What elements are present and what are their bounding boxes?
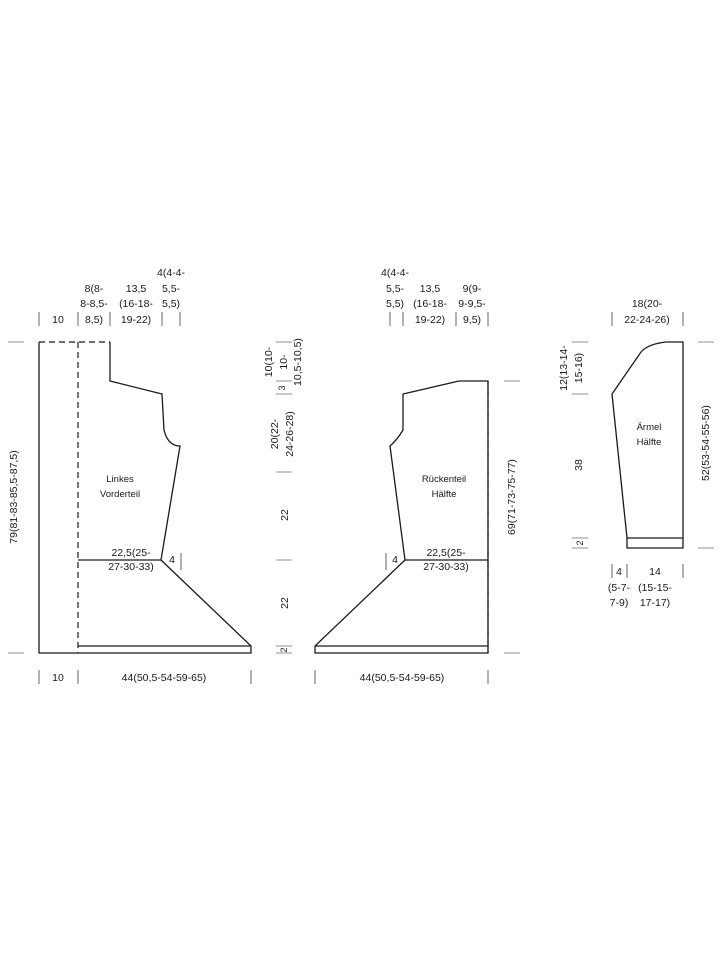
- back-height-total: 69(71-73-75-77): [506, 459, 518, 535]
- hem-depth: 2: [279, 647, 289, 652]
- front-top-b-2: 8-8,5-: [80, 298, 108, 310]
- sleeve-top-2: 22-24-26): [624, 314, 670, 326]
- front-top-d-2: 5,5-: [162, 283, 181, 295]
- sleeve-piece: Ärmel Hälfte: [611, 341, 684, 549]
- front-name-2: Vorderteil: [100, 489, 140, 500]
- back-height-measure: 69(71-73-75-77): [504, 380, 520, 654]
- front-top-a: 10: [52, 314, 64, 326]
- armhole-top-3: 10,5-10,5): [292, 338, 304, 386]
- back-bottom: 44(50,5-54-59-65): [360, 672, 445, 684]
- front-piece: Linkes Vorderteil 22,5(25- 27-30-33) 4: [38, 341, 252, 654]
- back-top-c-1: 9(9-: [463, 283, 482, 295]
- sleeve-bottom-a-2: (5-7-: [608, 582, 631, 594]
- sleeve-bottom-b-1: 14: [649, 566, 661, 578]
- sleeve-cuff: 2: [575, 540, 585, 545]
- front-top-b-3: 8,5): [85, 314, 103, 326]
- back-top-c-2: 9-9,5-: [458, 298, 486, 310]
- sleeve-top-measures: 18(20- 22-24-26): [611, 298, 684, 326]
- sleeve-height-total: 52(53-54-55-56): [700, 405, 712, 481]
- back-underarm-gap: 4: [392, 554, 398, 566]
- sleeve-bottom-measures: 4 (5-7- 7-9) 14 (15-15- 17-17): [608, 564, 684, 609]
- back-top-measures: 4(4-4- 5,5- 5,5) 13,5 (16-18- 19-22) 9(9…: [381, 267, 489, 326]
- sleeve-bottom-a-3: 7-9): [610, 597, 629, 609]
- armhole-depth-1: 20(22-: [269, 418, 281, 449]
- sleeve-right-measure: 52(53-54-55-56): [698, 341, 714, 549]
- mid-length-1: 22: [279, 509, 291, 521]
- middle-vertical-measures: 10(10- 10- 10,5-10,5) 3 20(22- 24-26-28)…: [263, 338, 304, 654]
- back-top-a-1: 4(4-4-: [381, 267, 410, 279]
- front-bottom-b: 44(50,5-54-59-65): [122, 672, 207, 684]
- front-underarm-label-1: 22,5(25-: [111, 547, 151, 559]
- back-top-b-3: 19-22): [415, 314, 445, 326]
- back-top-b-1: 13,5: [420, 283, 441, 295]
- front-top-d-1: 4(4-4-: [157, 267, 186, 279]
- back-outline: [314, 380, 489, 654]
- back-top-b-2: (16-18-: [413, 298, 447, 310]
- sleeve-length: 38: [573, 459, 585, 471]
- back-name-2: Hälfte: [432, 489, 457, 500]
- front-underarm-label-2: 27-30-33): [108, 561, 154, 573]
- front-top-c-3: 19-22): [121, 314, 151, 326]
- front-name-1: Linkes: [106, 474, 134, 485]
- sleeve-bottom-b-2: (15-15-: [638, 582, 672, 594]
- sleeve-cap-1: 12(13-14-: [558, 345, 570, 391]
- armhole-depth-2: 24-26-28): [284, 411, 296, 457]
- front-top-c-2: (16-18-: [119, 298, 153, 310]
- sleeve-bottom-b-3: 17-17): [640, 597, 670, 609]
- back-underarm-label-2: 27-30-33): [423, 561, 469, 573]
- front-bottom-a: 10: [52, 672, 64, 684]
- sleeve-name-2: Hälfte: [637, 437, 662, 448]
- sleeve-name-1: Ärmel: [637, 422, 662, 433]
- front-height-measure: 79(81-83-85,5-87,5): [8, 341, 24, 654]
- front-top-b-1: 8(8-: [85, 283, 104, 295]
- back-top-c-3: 9,5): [463, 314, 481, 326]
- back-bottom-measures: 44(50,5-54-59-65): [314, 670, 489, 684]
- front-top-d-3: 5,5): [162, 298, 180, 310]
- front-underarm-gap: 4: [169, 554, 175, 566]
- front-height-total: 79(81-83-85,5-87,5): [8, 450, 20, 543]
- back-name-1: Rückenteil: [422, 474, 466, 485]
- shoulder-step: 3: [277, 385, 287, 390]
- armhole-top-1: 10(10-: [263, 346, 275, 377]
- front-top-measures: 10 8(8- 8-8,5- 8,5) 13,5 (16-18- 19-22) …: [38, 267, 186, 326]
- back-piece: Rückenteil Hälfte 22,5(25- 27-30-33) 4: [314, 380, 489, 654]
- mid-length-2: 22: [279, 597, 291, 609]
- sleeve-top-1: 18(20-: [632, 298, 663, 310]
- front-outline: [38, 342, 252, 654]
- back-underarm-label-1: 22,5(25-: [426, 547, 466, 559]
- front-top-c-1: 13,5: [126, 283, 147, 295]
- sleeve-cap-2: 15-16): [573, 353, 585, 383]
- sleeve-outline: [611, 341, 684, 549]
- back-top-a-3: 5,5): [386, 298, 404, 310]
- sleeve-bottom-a-1: 4: [616, 566, 622, 578]
- front-bottom-measures: 10 44(50,5-54-59-65): [38, 670, 252, 684]
- armhole-top-2: 10-: [278, 354, 290, 370]
- back-top-a-2: 5,5-: [386, 283, 405, 295]
- sleeve-left-measures: 12(13-14- 15-16) 38 2: [558, 341, 588, 549]
